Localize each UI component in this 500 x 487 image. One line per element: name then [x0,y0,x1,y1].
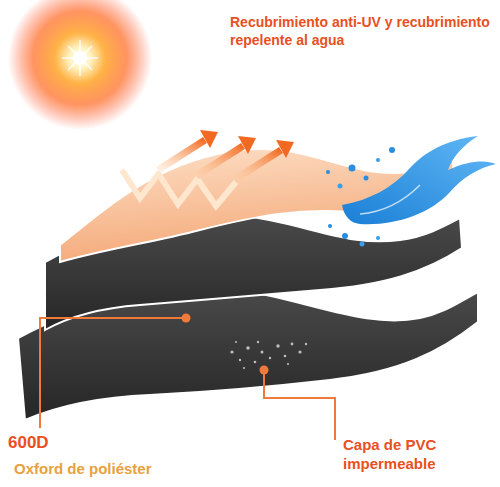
sun-core [73,51,87,65]
leader-lines [40,318,335,440]
fabric-label: Oxford de poliéster [14,460,214,479]
water-splash [326,136,496,247]
sun-glow [8,0,152,130]
coating-label: Recubrimiento anti-UV y recubrimiento re… [230,14,496,49]
uv-rays [122,170,236,206]
leader-dot [182,314,191,323]
denier-label: 600D [8,432,128,453]
leader-dot [260,366,269,375]
sun-rays [62,40,98,76]
pvc-label: Capa de PVC impermeable [343,436,493,474]
reflection-arrows [158,130,294,180]
pvc-granules [230,341,307,369]
